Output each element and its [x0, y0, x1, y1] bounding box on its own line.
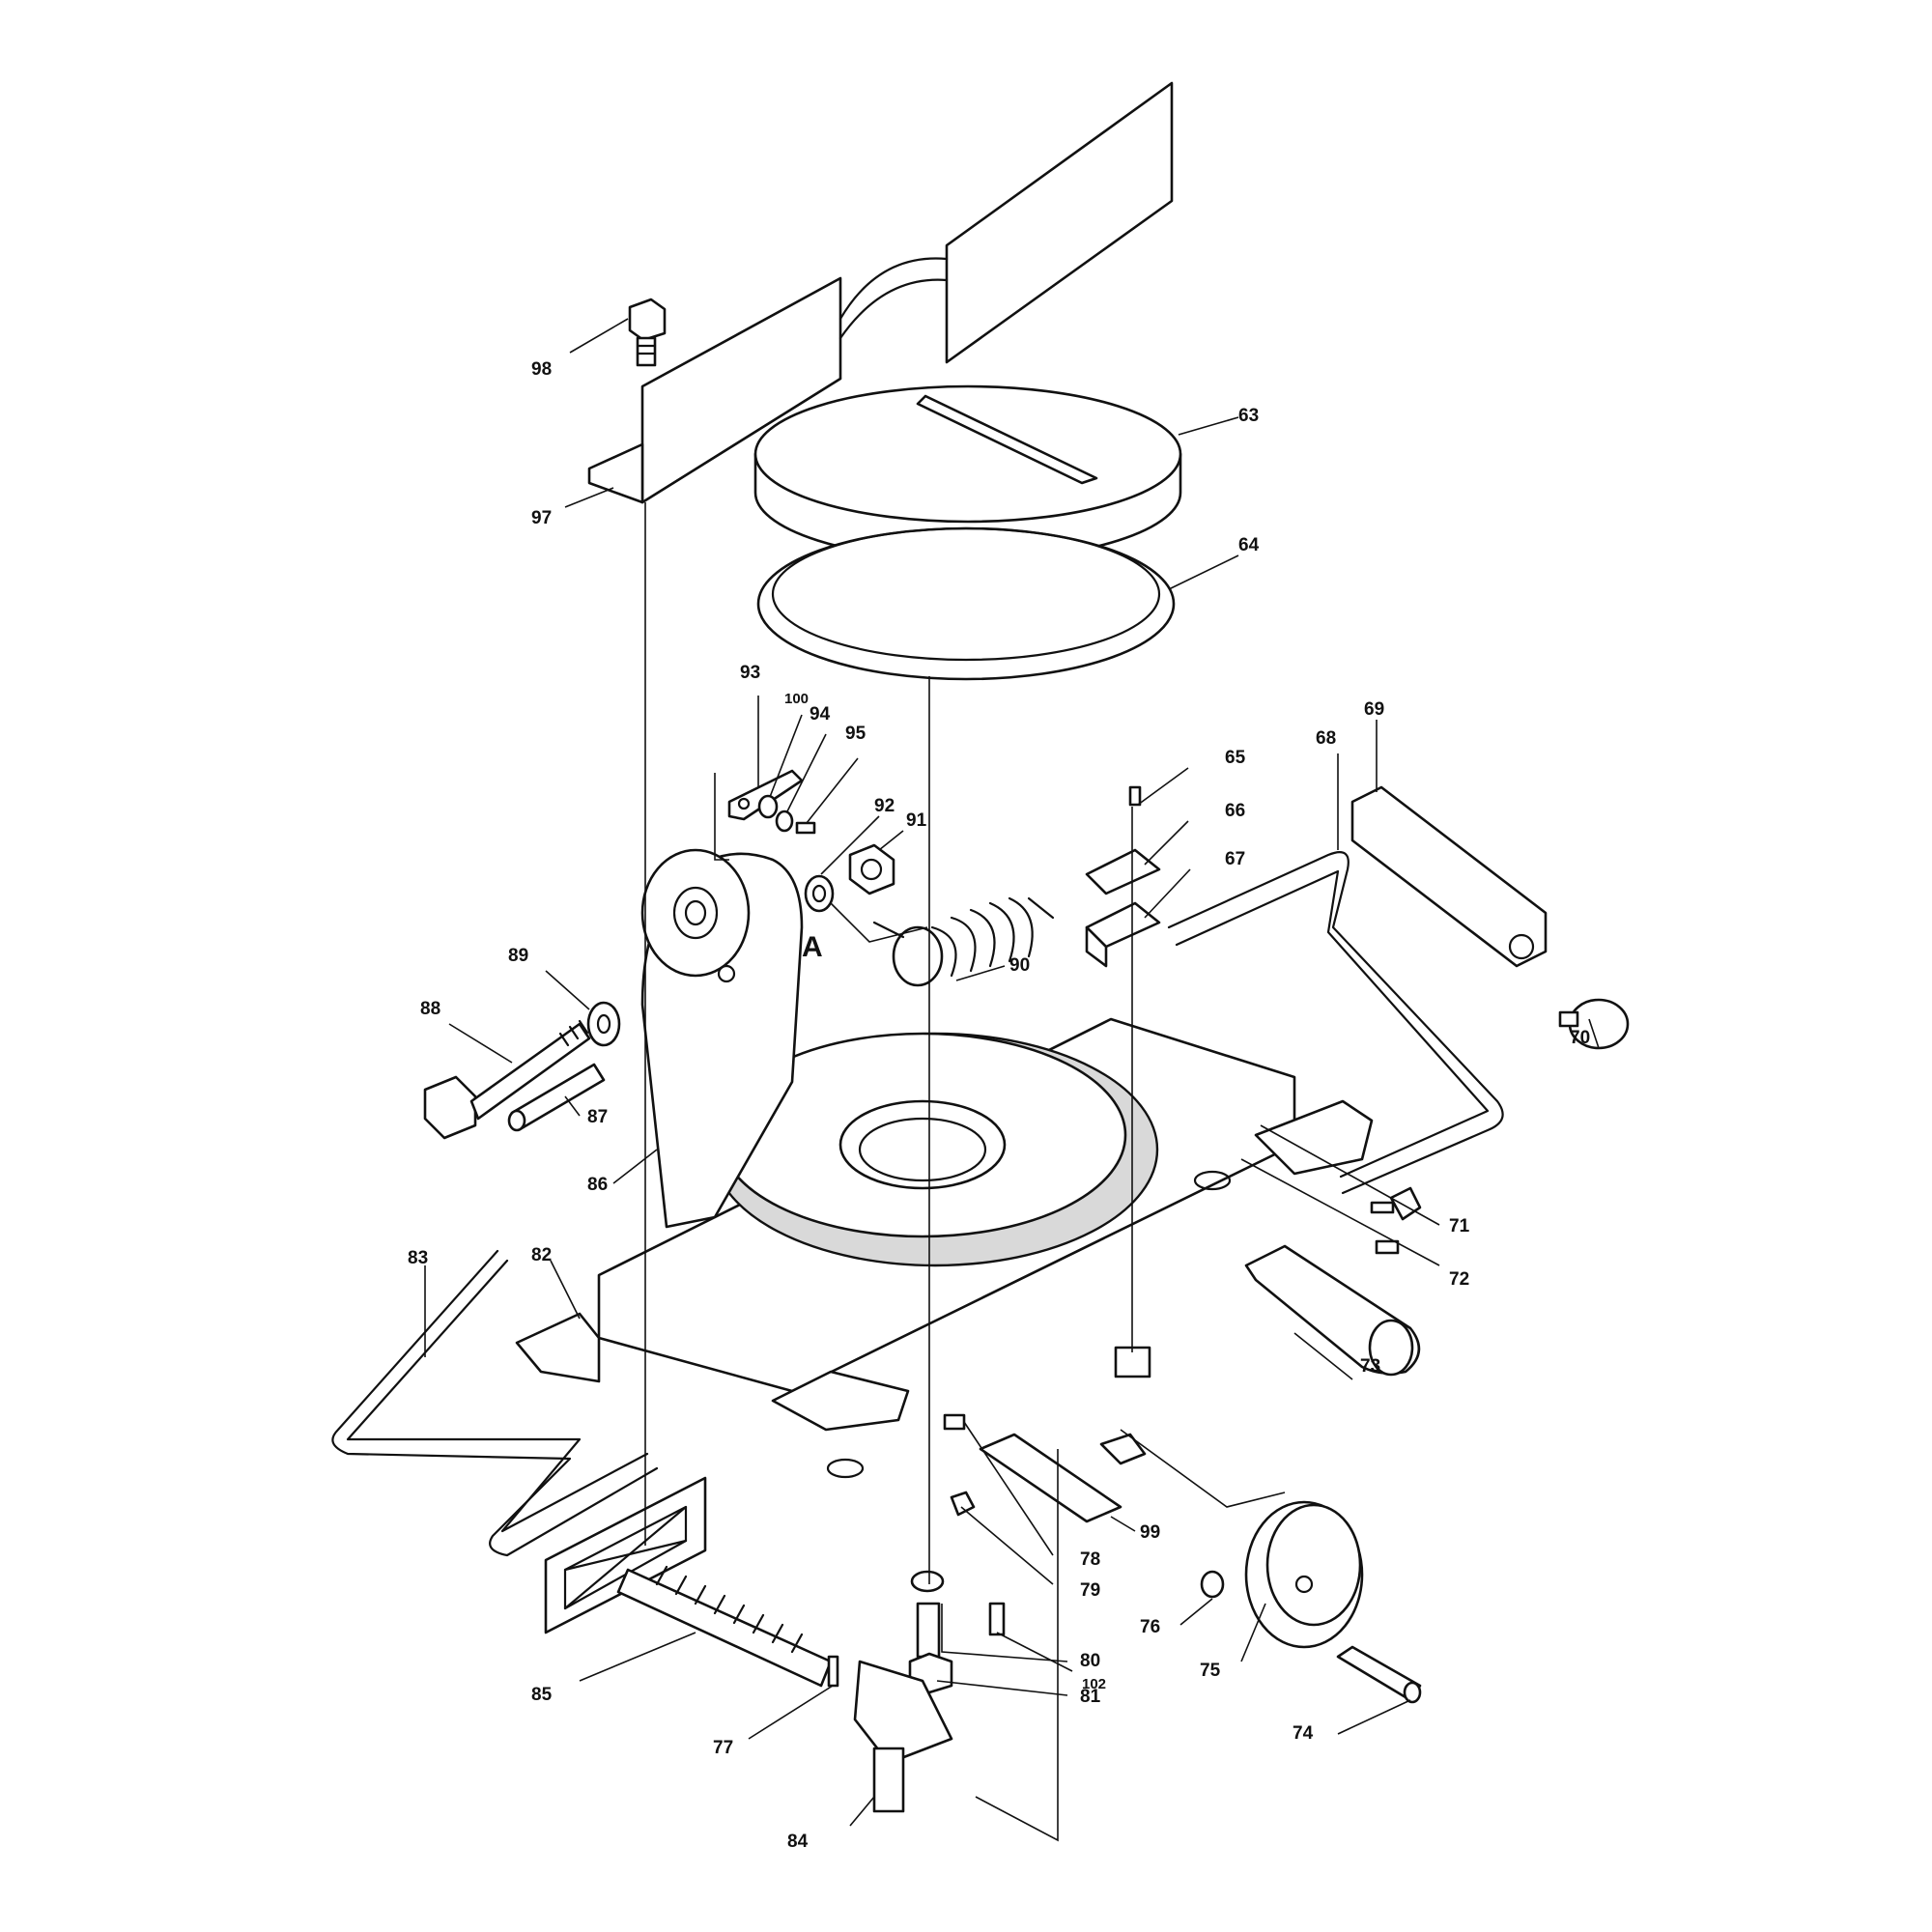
sub-base-rod-right	[1167, 851, 1504, 1195]
callout-77: 77	[713, 1738, 733, 1758]
callout-66: 66	[1225, 801, 1245, 821]
stopper-plates	[1085, 785, 1161, 968]
callout-94: 94	[810, 704, 831, 724]
sub-base-rod-left	[331, 1249, 659, 1557]
wing-bolts-right	[1370, 1186, 1422, 1255]
spring-pin	[827, 1655, 839, 1688]
callout-74: 74	[1293, 1723, 1314, 1744]
callout-64: 64	[1238, 535, 1260, 555]
assembly-guides	[644, 502, 1286, 1842]
callout-83: 83	[408, 1248, 428, 1268]
grip	[1244, 1244, 1421, 1377]
lock-knob	[1244, 1500, 1364, 1649]
vise-screw	[616, 1565, 833, 1688]
hex-nut	[848, 843, 895, 895]
callout-98: 98	[531, 359, 552, 380]
callout-78: 78	[1080, 1549, 1100, 1570]
callout-88: 88	[420, 999, 440, 1019]
callout-89: 89	[508, 946, 528, 966]
retaining-ring	[1200, 1570, 1225, 1599]
callout-67: 67	[1225, 849, 1245, 869]
callout-71: 71	[1449, 1216, 1470, 1236]
callout-81: 81	[1080, 1687, 1101, 1707]
pivot-bolt	[423, 1019, 591, 1140]
callout-99: 99	[1140, 1522, 1160, 1543]
callout-91: 91	[906, 810, 927, 831]
fixing-bolts	[943, 1413, 1006, 1636]
callout-86: 86	[587, 1175, 608, 1195]
vise-holder	[853, 1660, 953, 1813]
callout-100: 100	[784, 691, 809, 707]
callout-97: 97	[531, 508, 552, 528]
flat-washer	[804, 874, 835, 913]
arm-holder	[640, 848, 804, 1229]
detail-marker: A	[802, 931, 823, 963]
callout-76: 76	[1140, 1617, 1160, 1637]
callout-75: 75	[1200, 1661, 1221, 1681]
fence-bolt	[628, 298, 667, 367]
callout-95: 95	[845, 724, 867, 744]
guide-fence	[587, 81, 1174, 504]
callout-68: 68	[1316, 728, 1336, 749]
callout-leaders	[424, 318, 1600, 1827]
callout-79: 79	[1080, 1580, 1100, 1601]
callout-84: 84	[787, 1832, 809, 1852]
callout-72: 72	[1449, 1269, 1469, 1290]
callout-82: 82	[531, 1245, 552, 1265]
callout-87: 87	[587, 1107, 608, 1127]
holder	[1350, 785, 1630, 1050]
arm-washer	[586, 1001, 621, 1047]
callout-80: 80	[1080, 1651, 1100, 1671]
taper-pin	[507, 1063, 606, 1132]
indicator-bracket	[979, 1346, 1151, 1523]
callout-65: 65	[1225, 748, 1246, 768]
shaft-pin	[1336, 1645, 1422, 1704]
callout-63: 63	[1238, 406, 1259, 426]
callout-70: 70	[1570, 1028, 1590, 1048]
hex-bolt-center	[908, 1570, 953, 1694]
table-ring	[756, 526, 1176, 681]
callout-92: 92	[874, 796, 895, 816]
lock-plate	[727, 769, 816, 835]
callout-labels: 63 64 65 66 67 68 69 70 71 72 73 74 75 7…	[408, 359, 1590, 1852]
base	[515, 1017, 1374, 1479]
callout-102: 102	[1082, 1676, 1106, 1692]
callout-93: 93	[740, 663, 760, 683]
turn-table	[753, 384, 1182, 562]
callout-69: 69	[1364, 699, 1384, 720]
callout-73: 73	[1360, 1356, 1380, 1377]
callout-90: 90	[1009, 955, 1030, 976]
callout-85: 85	[531, 1685, 553, 1705]
